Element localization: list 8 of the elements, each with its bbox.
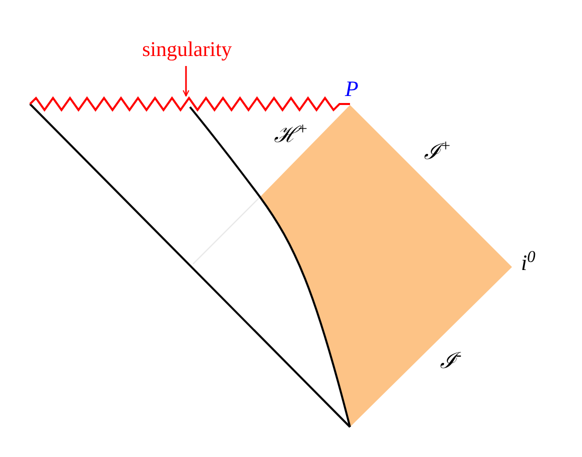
annotation-text: singularity xyxy=(142,38,232,60)
boundary-label: i$^{0}$ xyxy=(521,252,536,274)
arrow xyxy=(182,66,190,97)
boundary-label: ℋ$^{+}$ xyxy=(274,124,308,146)
boundary-label: P xyxy=(345,78,358,100)
boundary-label: ℐ$^{-}$ xyxy=(440,350,462,372)
zigzag-line xyxy=(29,96,350,112)
boundary-label: ℐ$^{+}$ xyxy=(424,141,452,163)
